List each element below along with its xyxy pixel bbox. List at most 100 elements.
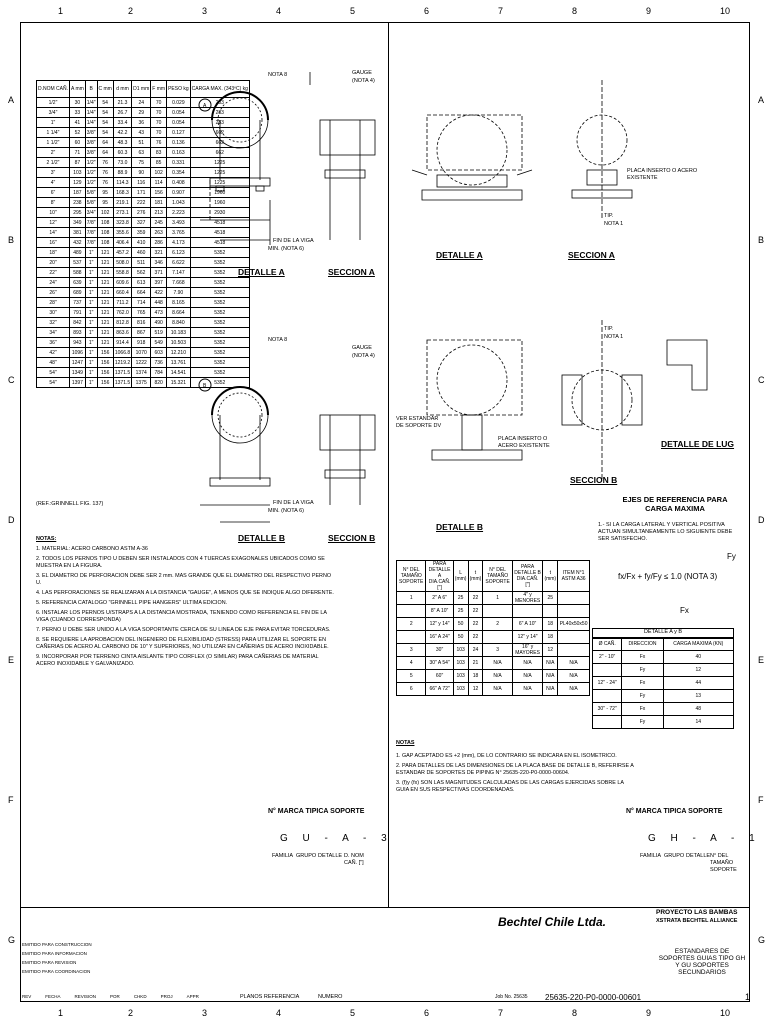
table-cell: 41 [69,117,86,128]
table-cell: 70 [150,97,168,108]
nota4-label-b: (NOTA 4) [352,353,375,359]
table-cell: 914.4 [112,337,133,348]
table-cell: 448 [150,297,168,308]
table-cell: 346 [150,257,168,268]
table-cell: 762.0 [112,307,133,318]
table-cell: 1397 [69,377,86,388]
table-cell: 1 [482,591,513,605]
table-cell: 327 [131,217,152,228]
table-cell: 1/2" [84,177,98,188]
column-marker: 3 [202,6,208,16]
table-cell: 14 [662,715,735,729]
column-marker: 4 [276,1008,282,1018]
table-cell: 8" A 10" [425,604,454,618]
table-cell: 20" [36,257,70,268]
min-label-b: MIN. (NOTA 6) [268,508,304,514]
column-marker: 5 [350,1008,356,1018]
column-marker: 6 [424,1008,430,1018]
table-cell: 16" y MAYORES [511,643,544,657]
table-cell: 1" [84,277,98,288]
revision-header-cell: REV [22,994,32,999]
table-cell: 18" [36,247,70,258]
table-cell: 76 [96,157,114,168]
table-cell: 6 [395,682,427,696]
detail-drawings-left: A B [198,72,376,523]
table-cell: 22 [467,591,484,605]
table-cell: 893 [69,327,86,338]
table-cell: 1" [84,247,98,258]
table-cell: 558.8 [112,267,133,278]
table-cell: 18 [467,669,484,683]
table-cell: 70 [150,117,168,128]
table-cell: 22 [467,604,484,618]
title-block [20,907,750,1003]
table-cell: 42.2 [112,127,133,138]
table-cell: 48" [36,357,70,368]
table-cell: 219.1 [112,197,133,208]
table-cell: 187 [69,187,86,198]
table-header: CARGA MAXIMA (KN) [662,637,735,651]
table-cell: 121 [96,277,114,288]
table-cell: 3/8" [84,147,98,158]
table-cell: 121 [96,327,114,338]
table-cell: 295 [69,207,86,218]
table-cell: 102 [96,207,114,218]
column-marker: 10 [720,6,731,16]
table-cell: 1/4" [84,97,98,108]
notes-left: NOTAS: 1. MATERIAL: ACERO CARBONO ASTM A… [36,536,336,671]
table-cell: 0.054 [166,117,191,128]
table-cell: 460 [131,247,152,258]
table-cell: 42" [36,347,70,358]
table-cell: 222 [131,197,152,208]
table-header: D.NOM CAÑ. [36,80,70,98]
column-marker: 2 [128,1008,134,1018]
column-marker: 1 [58,6,64,16]
tip-label: TIP. [604,213,614,219]
table-cell: 863.6 [112,327,133,338]
tip-label-b: TIP. [604,326,614,332]
table-cell: 7/8" [84,227,98,238]
row-marker: E [758,655,765,665]
table-cell: 95 [96,187,114,198]
table-cell: 2 1/2" [36,157,70,168]
column-marker: 8 [572,1008,578,1018]
table-cell: 3.493 [166,217,191,228]
table-cell: 60.3 [112,147,133,158]
job-number: Job No. 25635 [495,994,528,1000]
table-cell: 121 [96,297,114,308]
table-cell: 1375 [131,377,152,388]
ejes-title: EJES DE REFERENCIA PARA CARGA MAXIMA [622,495,728,513]
table-cell: 639 [69,277,86,288]
table-cell: 406.4 [112,237,133,248]
table-cell: 549 [150,337,168,348]
note-item: 2. PARA DETALLES DE LAS DIMENSIONES DE L… [396,763,634,776]
table-cell: 2" [36,147,70,158]
table-cell: 8" [36,197,70,208]
table-cell: 4" y MENORES [511,591,544,605]
detalle-lug-title: DETALLE DE LUG [661,439,735,449]
column-marker: 7 [498,1008,504,1018]
table-header: C mm [96,80,114,98]
table-cell: 1" [84,377,98,388]
table-cell: 22 [467,630,484,644]
table-cell: 371 [150,267,168,278]
fin-viga-label-a: FIN DE LA VIGA [273,238,314,244]
nota8-label-b: NOTA 8 [268,337,288,343]
marca-right-part-4: N° DEL TAMAÑO SOPORTE [710,853,737,873]
table-cell: 103 [69,167,86,178]
table-cell: 8.664 [166,307,191,318]
table-cell: 511 [131,257,152,268]
table-header: ITEM N°1 ASTM A36 [557,560,590,592]
table-cell: 0.054 [166,107,191,118]
table-cell: 1066.8 [112,347,133,358]
table-cell: 7/8" [84,217,98,228]
column-marker: 7 [498,6,504,16]
table-cell: 12" y 14" [425,617,454,631]
marca-right-part-3: DETALLE [686,853,711,859]
